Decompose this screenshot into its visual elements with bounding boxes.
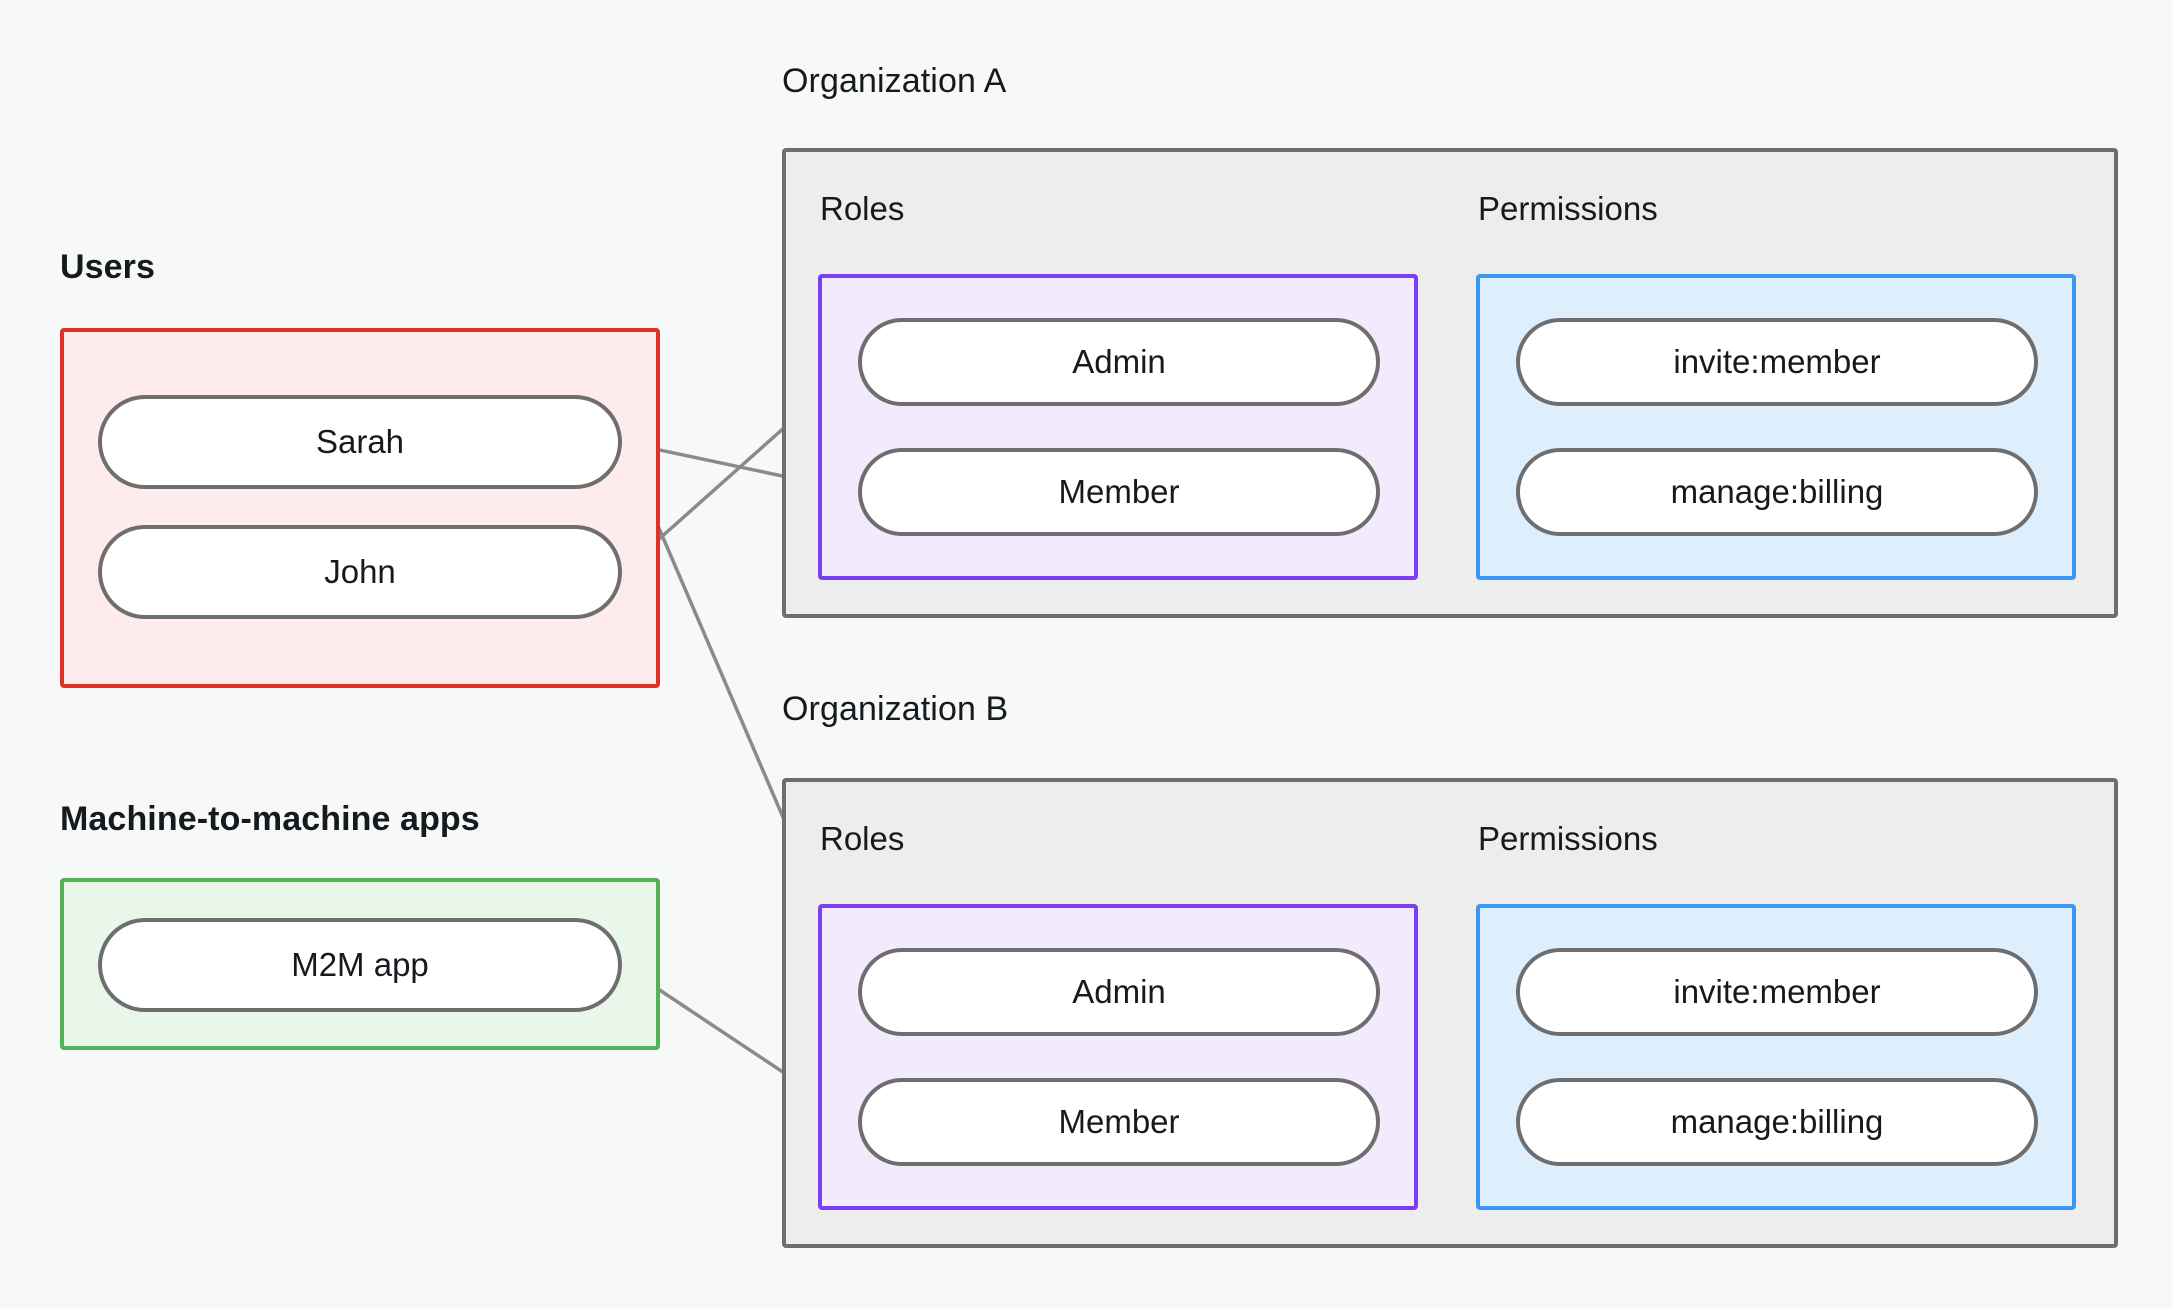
org-b-role-admin[interactable]: Admin xyxy=(858,948,1380,1036)
org-b-roles-label: Roles xyxy=(820,820,905,857)
users-container xyxy=(60,328,660,688)
users-group-label: Users xyxy=(60,248,156,286)
user-node-sarah[interactable]: Sarah xyxy=(98,395,622,489)
org-b-permission-invite-member[interactable]: invite:member xyxy=(1516,948,2038,1036)
org-a-permission-invite-member[interactable]: invite:member xyxy=(1516,318,2038,406)
m2m-node-app[interactable]: M2M app xyxy=(98,918,622,1012)
org-a-permissions-label: Permissions xyxy=(1478,190,1658,227)
org-b-permission-manage-billing[interactable]: manage:billing xyxy=(1516,1078,2038,1166)
org-a-roles-label: Roles xyxy=(820,190,905,227)
org-b-title: Organization B xyxy=(782,690,1009,728)
org-b-role-member[interactable]: Member xyxy=(858,1078,1380,1166)
org-a-role-member[interactable]: Member xyxy=(858,448,1380,536)
user-node-john[interactable]: John xyxy=(98,525,622,619)
org-b-permissions-label: Permissions xyxy=(1478,820,1658,857)
m2m-group-label: Machine-to-machine apps xyxy=(60,800,480,838)
org-a-role-admin[interactable]: Admin xyxy=(858,318,1380,406)
org-a-title: Organization A xyxy=(782,62,1007,100)
org-a-permission-manage-billing[interactable]: manage:billing xyxy=(1516,448,2038,536)
